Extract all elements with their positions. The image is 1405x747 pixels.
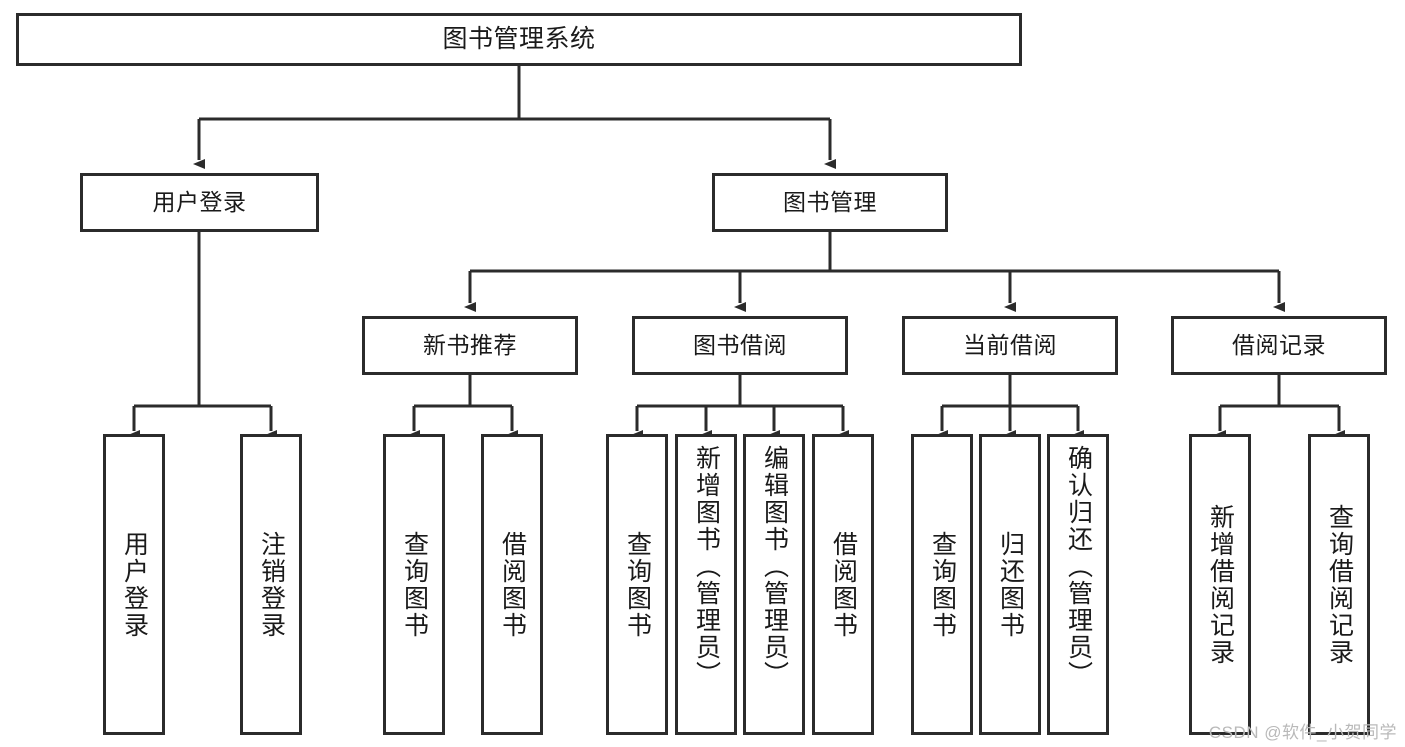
node-current-borrow[interactable]: 当前借阅	[902, 316, 1118, 375]
node-label: 图书借阅	[693, 331, 787, 358]
node-leaf-borrow-book-recommend[interactable]: 借阅图书	[481, 434, 543, 735]
node-label: 查询图书	[623, 530, 652, 639]
node-label: 借阅记录	[1232, 331, 1326, 358]
node-label: 图书管理系统	[442, 24, 596, 53]
node-label: 当前借阅	[963, 331, 1057, 358]
node-label: 新书推荐	[423, 331, 517, 358]
node-book-borrow[interactable]: 图书借阅	[632, 316, 848, 375]
node-leaf-user-login[interactable]: 用户登录	[103, 434, 165, 735]
node-label: 确认归还（管理员）	[1064, 445, 1093, 688]
node-leaf-query-book-current[interactable]: 查询图书	[911, 434, 973, 735]
node-label: 用户登录	[152, 188, 247, 215]
node-label: 归还图书	[996, 530, 1025, 639]
watermark-text: CSDN @软件_小贺同学	[1208, 723, 1397, 742]
node-leaf-add-borrow-record[interactable]: 新增借阅记录	[1189, 434, 1251, 735]
node-label: 借阅图书	[829, 530, 858, 639]
node-borrow-record[interactable]: 借阅记录	[1171, 316, 1387, 375]
node-book-management[interactable]: 图书管理	[712, 173, 948, 232]
node-label: 新增借阅记录	[1206, 503, 1235, 666]
node-label: 查询图书	[928, 530, 957, 639]
node-leaf-confirm-return-admin[interactable]: 确认归还（管理员）	[1047, 434, 1109, 735]
node-label: 借阅图书	[498, 530, 527, 639]
node-leaf-user-logout[interactable]: 注销登录	[240, 434, 302, 735]
node-label: 用户登录	[120, 530, 149, 639]
node-leaf-query-borrow-record[interactable]: 查询借阅记录	[1308, 434, 1370, 735]
node-leaf-add-book-admin[interactable]: 新增图书（管理员）	[675, 434, 737, 735]
node-label: 注销登录	[257, 530, 286, 639]
node-leaf-query-book-borrow[interactable]: 查询图书	[606, 434, 668, 735]
node-leaf-borrow-book[interactable]: 借阅图书	[812, 434, 874, 735]
node-leaf-query-book-recommend[interactable]: 查询图书	[383, 434, 445, 735]
node-label: 查询图书	[400, 530, 429, 639]
node-root-system[interactable]: 图书管理系统	[16, 13, 1022, 66]
node-leaf-edit-book-admin[interactable]: 编辑图书（管理员）	[743, 434, 805, 735]
node-label: 新增图书（管理员）	[692, 445, 721, 688]
node-new-book-recommend[interactable]: 新书推荐	[362, 316, 578, 375]
node-user-login[interactable]: 用户登录	[80, 173, 319, 232]
node-leaf-return-book[interactable]: 归还图书	[979, 434, 1041, 735]
node-label: 查询借阅记录	[1325, 503, 1354, 666]
node-label: 编辑图书（管理员）	[760, 445, 789, 688]
node-label: 图书管理	[783, 188, 877, 215]
